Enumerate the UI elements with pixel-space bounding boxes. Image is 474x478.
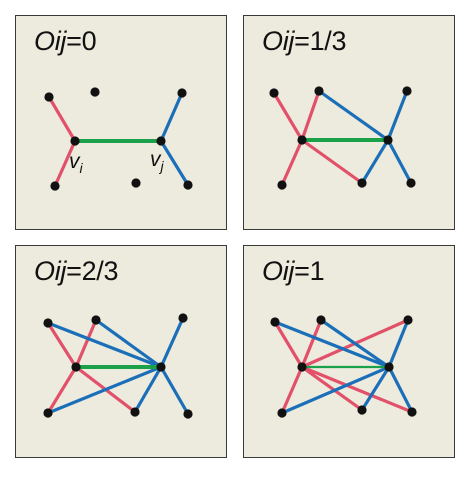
blue-edge: [273, 320, 391, 369]
red-edge: [47, 95, 77, 143]
red-edge: [280, 365, 304, 415]
red-edge: [300, 138, 364, 185]
panel-graph-3: [270, 315, 417, 418]
graph-node: [277, 408, 287, 418]
blue-edge: [159, 365, 190, 416]
graph-node: [269, 88, 279, 98]
vertex-label-vj: vj: [150, 148, 164, 175]
graph-node: [177, 88, 187, 98]
graph-node: [406, 178, 416, 188]
blue-edge: [319, 318, 391, 369]
graph-node: [270, 317, 280, 327]
blue-edge: [317, 89, 390, 142]
blue-edge: [386, 89, 409, 142]
graph-node: [407, 407, 417, 417]
red-edge: [46, 321, 78, 369]
central-node: [297, 362, 307, 372]
graph-node: [403, 315, 413, 325]
graph-node: [357, 178, 367, 188]
central-node: [297, 135, 307, 145]
vertex-label-vi: vi: [69, 150, 83, 177]
graph-node: [43, 408, 53, 418]
central-node: [71, 362, 81, 372]
blue-edge: [159, 91, 184, 143]
graph-node: [183, 180, 193, 190]
blue-edge: [387, 365, 414, 414]
red-edge: [74, 318, 98, 369]
panel-graph-0: [44, 87, 193, 191]
graph-node: [90, 87, 100, 97]
blue-edge: [46, 321, 163, 369]
red-edge: [300, 365, 414, 414]
graph-node: [130, 407, 140, 417]
graph-node: [178, 313, 188, 323]
graph-node: [91, 315, 101, 325]
central-node: [70, 136, 80, 146]
central-node: [156, 362, 166, 372]
graph-node: [183, 409, 193, 419]
blue-edge: [386, 138, 413, 185]
graph-node: [357, 405, 367, 415]
red-edge: [280, 138, 304, 187]
red-edge: [46, 365, 78, 415]
blue-edge: [159, 139, 190, 187]
blue-edge: [159, 316, 185, 369]
red-edge: [300, 89, 321, 142]
graph-node: [43, 318, 53, 328]
panel-graph-2: [43, 313, 193, 419]
red-edge: [300, 365, 364, 412]
panel-title: Oij=1: [262, 256, 325, 286]
blue-edge: [280, 365, 391, 415]
panel-title: Oij=1/3: [262, 26, 347, 56]
blue-edge: [94, 318, 163, 369]
red-edge: [53, 139, 77, 188]
graph-node: [44, 92, 54, 102]
blue-edge: [360, 365, 391, 412]
blue-edge: [46, 365, 163, 415]
panel-title: Oij=0: [34, 26, 97, 56]
graph-node: [314, 86, 324, 96]
graph-node: [402, 86, 412, 96]
blue-edge: [360, 138, 390, 185]
graph-node: [131, 178, 141, 188]
central-node: [383, 135, 393, 145]
panel-graph-1: [269, 86, 416, 190]
graph-node: [277, 180, 287, 190]
red-edge: [272, 91, 304, 142]
central-node: [156, 136, 166, 146]
red-edge: [300, 318, 323, 369]
graph-node: [316, 315, 326, 325]
red-edge: [273, 320, 304, 369]
panel-oij-0: Oij=0: [15, 15, 227, 230]
graph-node: [50, 181, 60, 191]
blue-edge: [133, 365, 163, 414]
panel-oij-1-3: Oij=1/3: [243, 15, 455, 230]
blue-edge: [387, 318, 410, 369]
panel-title: Oij=2/3: [34, 256, 119, 286]
central-node: [384, 362, 394, 372]
